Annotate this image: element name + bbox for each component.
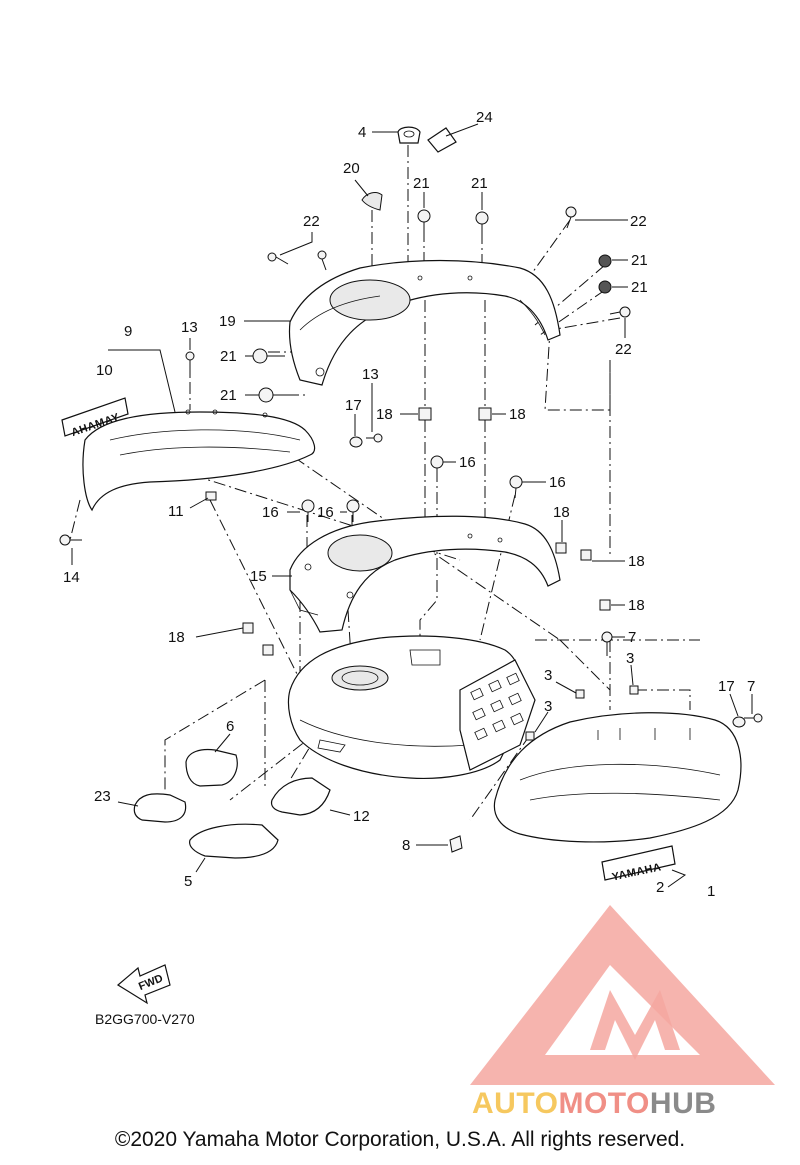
callout-21-a: 21: [413, 175, 430, 192]
callout-22-b: 22: [630, 213, 647, 230]
part-19-upper-cover: [288, 259, 561, 386]
watermark-word-auto: AUTO: [472, 1087, 558, 1120]
callout-18-e: 18: [628, 597, 645, 614]
copyright-notice: ©2020 Yamaha Motor Corporation, U.S.A. A…: [114, 1128, 686, 1151]
callout-23: 23: [94, 788, 111, 805]
part-24-label: [427, 127, 457, 153]
callout-18-b: 18: [509, 406, 526, 423]
part-23-pad: [133, 793, 187, 823]
part-9-left-panel: [82, 409, 316, 512]
callout-18-d: 18: [628, 553, 645, 570]
callout-18-c: 18: [553, 504, 570, 521]
part-4-cap: [397, 126, 421, 144]
part-5-pad: [189, 823, 279, 859]
callout-3-c: 3: [544, 698, 552, 715]
callout-12: 12: [353, 808, 370, 825]
callout-21-b: 21: [471, 175, 488, 192]
callout-15: 15: [250, 568, 267, 585]
callout-numbers: 4 24 20 21 21 22 22 21 21 22 19 13 9 10 …: [63, 109, 755, 900]
callout-4: 4: [358, 124, 366, 141]
callout-16-d: 16: [317, 504, 334, 521]
callout-19: 19: [219, 313, 236, 330]
callout-17-a: 17: [345, 397, 362, 414]
callout-16-b: 16: [549, 474, 566, 491]
callout-22-c: 22: [615, 341, 632, 358]
pads: [133, 748, 331, 859]
callout-13-b: 13: [362, 366, 379, 383]
callout-21-d: 21: [631, 279, 648, 296]
part-20-clip: [361, 192, 383, 211]
fasteners: [59, 206, 763, 853]
callout-20: 20: [343, 160, 360, 177]
leader-lines: [71, 123, 753, 888]
callout-7-a: 7: [628, 629, 636, 646]
callout-11: 11: [168, 503, 184, 520]
callout-8: 8: [402, 837, 410, 854]
callout-3-b: 3: [544, 667, 552, 684]
callout-21-c: 21: [631, 252, 648, 269]
callout-14: 14: [63, 569, 80, 586]
callout-21-e: 21: [220, 348, 237, 365]
callout-22-a: 22: [303, 213, 320, 230]
watermark-word-moto: MOTO: [558, 1087, 649, 1120]
callout-16-a: 16: [459, 454, 476, 471]
callout-24: 24: [476, 109, 493, 126]
part-10-emblem-left: AHAMAY: [61, 397, 129, 439]
callout-17-b: 17: [718, 678, 735, 695]
callout-18-a: 18: [376, 406, 393, 423]
watermark-m-icon: [590, 990, 680, 1060]
callout-13-a: 13: [181, 319, 198, 336]
watermark-triangle-icon: [470, 905, 775, 1085]
callout-9: 9: [124, 323, 132, 340]
part-2-emblem-right: YAMAHA: [601, 845, 676, 884]
part-15-inner-top: [289, 515, 561, 633]
callout-1: 1: [707, 883, 715, 900]
callout-2: 2: [656, 879, 664, 896]
part-12-pad: [270, 777, 331, 816]
callout-18-f: 18: [168, 629, 185, 646]
callout-7-b: 7: [747, 678, 755, 695]
watermark-logo: AUTOMOTOHUB: [470, 905, 775, 1120]
callout-21-f: 21: [220, 387, 237, 404]
watermark-word-hub: HUB: [650, 1087, 717, 1120]
callout-3-a: 3: [626, 650, 634, 667]
callout-6: 6: [226, 718, 234, 735]
fwd-arrow-icon: FWD: [116, 964, 171, 1005]
callout-5: 5: [184, 873, 192, 890]
fuel-tank-body: [287, 635, 536, 779]
callout-16-c: 16: [262, 504, 279, 521]
callout-10: 10: [96, 362, 113, 379]
part-1-right-cover: [493, 712, 742, 843]
svg-text:AUTOMOTOHUB: AUTOMOTOHUB: [472, 1087, 716, 1120]
drawing-code: B2GG700-V270: [95, 1011, 195, 1027]
part-6-pad: [185, 748, 238, 787]
